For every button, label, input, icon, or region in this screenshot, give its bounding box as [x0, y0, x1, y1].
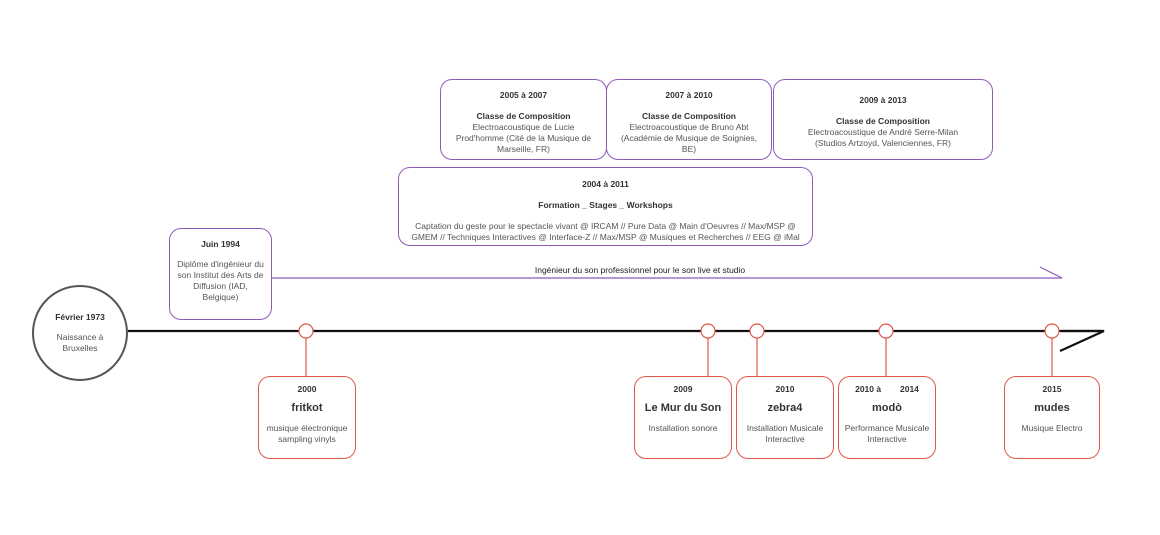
project-2010-date: 2010	[775, 384, 795, 394]
start-circle: Février 1973 Naissance à Bruxelles	[32, 285, 128, 381]
project-2000-title: fritkot	[291, 402, 323, 414]
project-2015-date: 2015	[1042, 384, 1062, 394]
project-2010: 2010 zebra4 Installation Musicale Intera…	[736, 376, 834, 459]
event-2009-2013-text: Electroacoustique de André Serre-Milan (…	[807, 127, 959, 148]
project-2015-text: Musique Electro	[1021, 423, 1083, 433]
event-2009-2013: 2009 à 2013 Classe de Composition Electr…	[773, 79, 993, 160]
event-1994-text: Diplôme d'ingénieur du son Institut des …	[177, 259, 264, 302]
project-2015: 2015 mudes Musique Electro	[1004, 376, 1100, 459]
project-2010-title: zebra4	[767, 402, 803, 414]
project-2009: 2009 Le Mur du Son Installation sonore	[634, 376, 732, 459]
event-2009-2013-title: Classe de Composition	[836, 116, 930, 126]
project-2009-text: Installation sonore	[648, 423, 718, 433]
project-2014-date: 2010 à 2014	[855, 384, 919, 394]
start-text: Naissance à Bruxelles	[56, 332, 104, 353]
event-2005-title: Classe de Composition	[476, 111, 571, 121]
event-2007-title: Classe de Composition	[642, 111, 736, 121]
event-2005-date: 2005 à 2007	[499, 90, 548, 100]
career-label: Ingénieur du son professionnel pour le s…	[534, 265, 746, 275]
event-2005: 2005 à 2007 Classe de Composition Electr…	[440, 79, 607, 160]
event-2007-text: Electroacoustique de Bruno Abt (Académie…	[620, 122, 758, 154]
event-2004-title: Formation _ Stages _ Workshops	[538, 200, 673, 210]
marker-2014	[878, 323, 894, 339]
project-2009-date: 2009	[673, 384, 693, 394]
event-2009-2013-date: 2009 à 2013	[859, 95, 907, 105]
project-2000-text: musique électronique sampling vinyls	[266, 423, 348, 444]
project-2000-date: 2000	[297, 384, 317, 394]
project-2010-text: Installation Musicale Interactive	[746, 423, 824, 444]
start-date: Février 1973	[55, 312, 105, 322]
event-2004-date: 2004 à 2011	[582, 179, 629, 189]
marker-2000	[298, 323, 314, 339]
event-2004-text: Captation du geste pour le spectacle viv…	[411, 221, 800, 242]
event-2004: 2004 à 2011 Formation _ Stages _ Worksho…	[398, 167, 813, 246]
project-2000: 2000 fritkot musique électronique sampli…	[258, 376, 356, 459]
marker-2015	[1044, 323, 1060, 339]
event-1994-date: Juin 1994	[201, 239, 240, 249]
project-2014-title: modò	[872, 402, 902, 414]
event-1994: Juin 1994 Diplôme d'ingénieur du son Ins…	[169, 228, 272, 320]
project-2014: 2010 à 2014 modò Performance Musicale In…	[838, 376, 936, 459]
event-2005-text: Electroacoustique de Lucie Prod'homme (C…	[455, 122, 592, 154]
marker-2009	[700, 323, 716, 339]
event-2007: 2007 à 2010 Classe de Composition Electr…	[606, 79, 772, 160]
marker-2010	[749, 323, 765, 339]
project-2014-text: Performance Musicale Interactive	[844, 423, 930, 444]
event-2007-date: 2007 à 2010	[665, 90, 713, 100]
project-2009-title: Le Mur du Son	[644, 402, 722, 414]
project-2015-title: mudes	[1034, 402, 1070, 414]
career-arrow-head	[1039, 266, 1063, 279]
timeline-arrowhead	[1059, 329, 1105, 353]
